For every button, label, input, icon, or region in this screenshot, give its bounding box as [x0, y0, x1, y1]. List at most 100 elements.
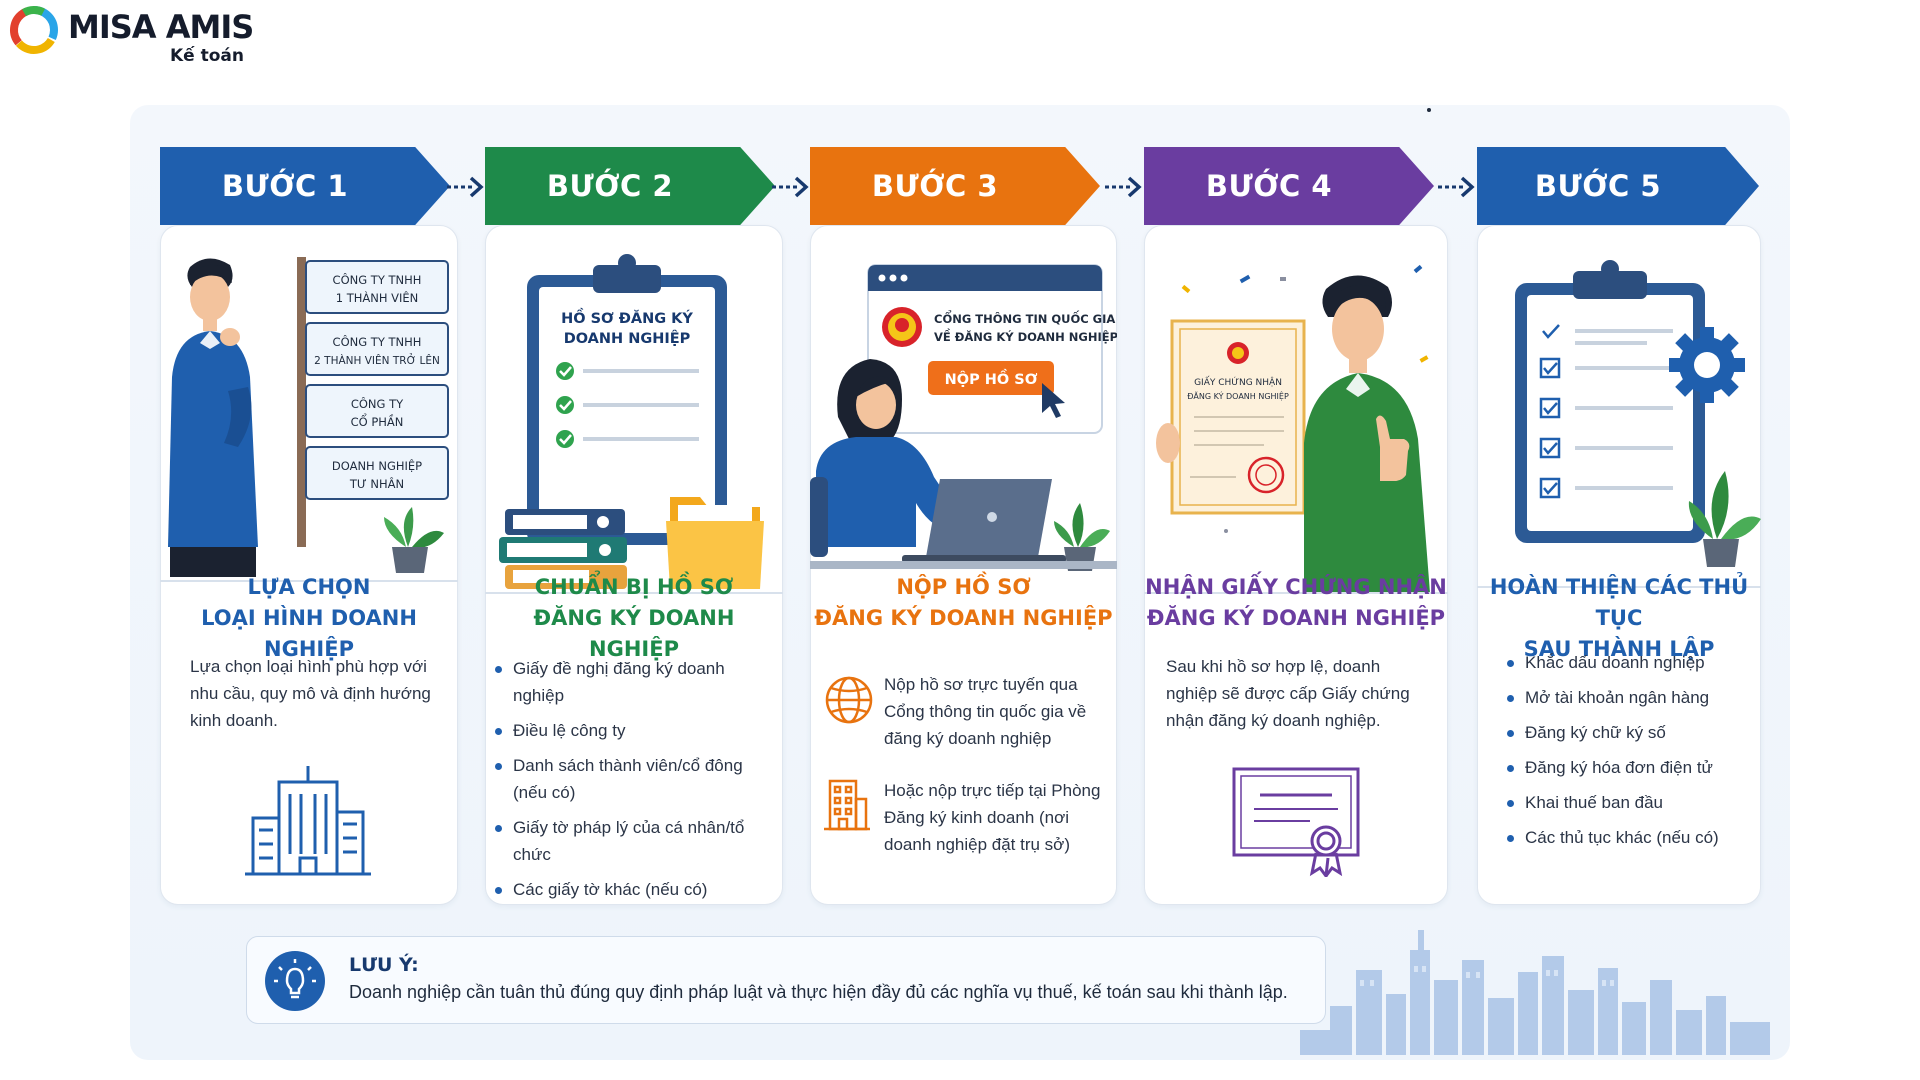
step-3-online-text: Nộp hồ sơ trực tuyến qua Cổng thông tin … — [884, 675, 1087, 748]
step-1: BƯỚC 1 CÔNG TY TNHH 1 THÀNH VIÊN CÔNG TY… — [160, 147, 458, 905]
step-3: BƯỚC 3 CỔNG THÔNG TIN QUỐC GIA VỀ ĐĂNG K… — [810, 147, 1117, 905]
portal-name-line-2: VỀ ĐĂNG KÝ DOANH NGHIỆP — [934, 327, 1117, 344]
list-item: Đăng ký chữ ký số — [1505, 719, 1755, 746]
list-item: Giấy đề nghị đăng ký doanh nghiệp — [493, 655, 779, 709]
gear-icon — [1669, 327, 1745, 403]
arrow-4-to-5-icon — [1436, 170, 1476, 204]
step-3-direct-text: Hoặc nộp trực tiếp tại Phòng Đăng ký kin… — [884, 781, 1101, 854]
decorative-dot — [1427, 108, 1431, 112]
step-1-illustration: CÔNG TY TNHH 1 THÀNH VIÊN CÔNG TY TNHH 2… — [160, 257, 458, 582]
step-5-banner: BƯỚC 5 — [1477, 147, 1759, 225]
arrow-1-to-2-icon — [445, 170, 485, 204]
note-box: LƯU Ý: Doanh nghiệp cần tuân thủ đúng qu… — [246, 936, 1326, 1024]
list-item: Điều lệ công ty — [493, 717, 779, 744]
browser-window: CỔNG THÔNG TIN QUỐC GIA VỀ ĐĂNG KÝ DOANH… — [867, 264, 1117, 434]
certificate-icon: GIẤY CHỨNG NHẬN ĐĂNG KÝ DOANH NGHIỆP — [1156, 319, 1306, 515]
step-4-title: NHẬN GIẤY CHỨNG NHẬN ĐĂNG KÝ DOANH NGHIỆ… — [1144, 572, 1448, 634]
brand-logo: MISA AMIS Kế toán — [8, 4, 254, 66]
step-2-title-line-2: ĐĂNG KÝ DOANH NGHIỆP — [533, 606, 735, 661]
step-5-title-line-1: HOÀN THIỆN CÁC THỦ TỤC — [1489, 575, 1749, 630]
step-4: BƯỚC 4 GIẤY CHỨNG NHẬN ĐĂNG KÝ DOANH NGH… — [1144, 147, 1448, 905]
list-item: Danh sách thành viên/cổ đông (nếu có) — [493, 752, 779, 806]
sign-board-2: CÔNG TY TNHH 2 THÀNH VIÊN TRỞ LÊN — [305, 322, 449, 376]
arrow-2-to-3-icon — [770, 170, 810, 204]
sign-board-4: DOANH NGHIỆP TƯ NHÂN — [305, 446, 449, 500]
step-5: BƯỚC 5 — [1477, 147, 1761, 905]
clipboard-checklist — [556, 362, 699, 448]
certificate-line-2: ĐĂNG KÝ DOANH NGHIỆP — [1187, 390, 1289, 402]
portal-name-line-1: CỔNG THÔNG TIN QUỐC GIA — [934, 309, 1115, 326]
submit-button-label: NỘP HỒ SƠ — [945, 369, 1038, 388]
potted-plant-icon — [384, 507, 444, 573]
sign-board-1: CÔNG TY TNHH 1 THÀNH VIÊN — [305, 260, 449, 314]
brand-name: MISA AMIS — [68, 8, 254, 46]
step-4-title-line-2: ĐĂNG KÝ DOANH NGHIỆP — [1146, 606, 1446, 630]
clipboard-checklist-icon — [1515, 260, 1705, 543]
step-2-title: CHUẨN BỊ HỒ SƠ ĐĂNG KÝ DOANH NGHIỆP — [485, 572, 783, 665]
office-building-icon — [245, 766, 371, 876]
cursor-icon — [1042, 383, 1065, 418]
list-item: Các giấy tờ khác (nếu có) — [493, 876, 779, 903]
sign-2-line-2: 2 THÀNH VIÊN TRỞ LÊN — [314, 353, 440, 367]
lightbulb-icon — [265, 951, 325, 1011]
list-item: Đăng ký hóa đơn điện tử — [1505, 754, 1755, 781]
office-building-icon — [824, 779, 870, 831]
step-1-description: Lựa chọn loại hình phù hợp với nhu cầu, … — [190, 657, 431, 730]
potted-plant-icon — [1688, 471, 1761, 567]
step-1-title: LỰA CHỌN LOẠI HÌNH DOANH NGHIỆP — [160, 572, 458, 665]
misa-logo-icon — [10, 5, 58, 54]
happy-man-thumbs-up-icon — [1304, 275, 1430, 593]
clipboard-title-line-2: DOANH NGHIỆP — [564, 329, 691, 347]
list-item: Giấy tờ pháp lý của cá nhân/tổ chức — [493, 814, 779, 868]
clipboard-title-line-1: HỒ SƠ ĐĂNG KÝ — [561, 308, 693, 327]
list-item: Khai thuế ban đầu — [1505, 789, 1755, 816]
step-2-illustration: HỒ SƠ ĐĂNG KÝ DOANH NGHIỆP — [485, 254, 783, 594]
confetti — [1181, 264, 1429, 533]
step-4-banner: BƯỚC 4 — [1144, 147, 1434, 225]
arrow-3-to-4-icon — [1103, 170, 1143, 204]
list-item: Các thủ tục khác (nếu có) — [1505, 824, 1755, 851]
step-1-banner: BƯỚC 1 — [160, 147, 450, 225]
note-label: LƯU Ý: — [349, 954, 419, 976]
list-item: Khắc dấu doanh nghiệp — [1505, 649, 1755, 676]
step-3-banner: BƯỚC 3 — [810, 147, 1100, 225]
note-text: Doanh nghiệp cần tuân thủ đúng quy định … — [349, 982, 1288, 1002]
folder-icon — [666, 497, 764, 589]
thinking-man-icon — [168, 258, 258, 577]
sign-4-line-2: TƯ NHÂN — [349, 476, 404, 491]
step-3-title-line-2: ĐĂNG KÝ DOANH NGHIỆP — [814, 606, 1113, 630]
sign-1-line-2: 1 THÀNH VIÊN — [336, 290, 419, 305]
woman-at-laptop-icon — [810, 359, 958, 557]
step-2-title-line-1: CHUẨN BỊ HỒ SƠ — [534, 575, 734, 599]
step-3-title-line-1: NỘP HỒ SƠ — [896, 575, 1031, 599]
step-2: BƯỚC 2 HỒ SƠ ĐĂNG KÝ DOANH NGHIỆP — [485, 147, 783, 905]
step-5-illustration — [1477, 260, 1761, 588]
city-skyline-icon — [1300, 930, 1770, 1055]
step-3-title: NỘP HỒ SƠ ĐĂNG KÝ DOANH NGHIỆP — [810, 572, 1117, 634]
brand-subtitle: Kế toán — [170, 46, 245, 66]
sign-3-line-1: CÔNG TY — [351, 396, 404, 411]
certificate-line-1: GIẤY CHỨNG NHẬN — [1194, 376, 1282, 388]
submit-button[interactable] — [928, 361, 1054, 395]
step-4-illustration: GIẤY CHỨNG NHẬN ĐĂNG KÝ DOANH NGHIỆP — [1144, 264, 1448, 594]
step-1-title-line-2: LOẠI HÌNH DOANH NGHIỆP — [201, 606, 417, 661]
step-2-document-list: Giấy đề nghị đăng ký doanh nghiệp Điều l… — [493, 655, 779, 911]
sign-1-line-1: CÔNG TY TNHH — [333, 272, 422, 287]
sign-2-line-1: CÔNG TY TNHH — [333, 334, 422, 349]
globe-icon — [825, 676, 873, 724]
step-1-title-line-1: LỰA CHỌN — [247, 575, 371, 599]
sign-3-line-2: CỔ PHẦN — [351, 413, 404, 429]
signpost-pole — [297, 257, 306, 547]
step-3-illustration: CỔNG THÔNG TIN QUỐC GIA VỀ ĐĂNG KÝ DOANH… — [810, 264, 1117, 571]
step-5-title-line-2: SAU THÀNH LẬP — [1523, 637, 1715, 661]
step-4-title-line-1: NHẬN GIẤY CHỨNG NHẬN — [1145, 575, 1447, 599]
clipboard-icon: HỒ SƠ ĐĂNG KÝ DOANH NGHIỆP — [527, 254, 727, 545]
list-item: Mở tài khoản ngân hàng — [1505, 684, 1755, 711]
certificate-outline-icon — [1232, 767, 1360, 877]
sign-board-3: CÔNG TY CỔ PHẦN — [305, 384, 449, 438]
sign-4-line-1: DOANH NGHIỆP — [332, 458, 422, 473]
step-5-procedure-list: Khắc dấu doanh nghiệp Mở tài khoản ngân … — [1505, 649, 1755, 859]
step-5-title: HOÀN THIỆN CÁC THỦ TỤC SAU THÀNH LẬP — [1477, 572, 1761, 665]
step-4-description: Sau khi hồ sơ hợp lệ, doanh nghiệp sẽ đư… — [1166, 657, 1410, 730]
binders-icon — [499, 509, 627, 589]
